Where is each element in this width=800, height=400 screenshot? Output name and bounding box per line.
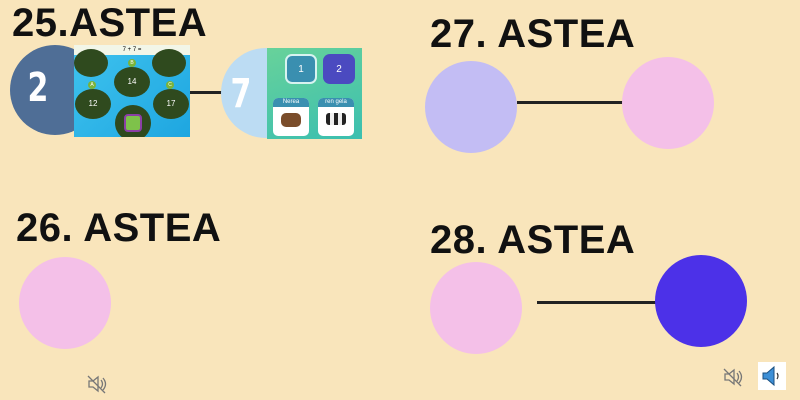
card-ren-gela[interactable]: ren gela xyxy=(318,98,354,136)
lilypad xyxy=(152,49,186,77)
mute-icon[interactable] xyxy=(86,374,108,394)
lilypad-12[interactable]: 12 xyxy=(75,89,111,119)
number-2: 2 xyxy=(27,65,49,111)
frog xyxy=(115,105,151,137)
choice-button-2[interactable]: 2 xyxy=(323,54,355,84)
pink-circle[interactable] xyxy=(430,262,522,354)
lilypad-17[interactable]: 17 xyxy=(153,89,189,119)
bear-image xyxy=(281,113,301,127)
number-7: 7 xyxy=(230,71,252,117)
equation-bar: 7 + 7 = xyxy=(74,45,190,55)
blue-circle[interactable] xyxy=(655,255,747,347)
connector-line xyxy=(190,91,224,94)
lavender-circle[interactable] xyxy=(425,61,517,153)
choice-button-1[interactable]: 1 xyxy=(285,54,317,84)
card-label: ren gela xyxy=(318,98,354,107)
pad-label-b: B xyxy=(128,59,136,67)
card-nerea[interactable]: Nerea xyxy=(273,98,309,136)
speaker-icon xyxy=(762,365,779,387)
mute-icon[interactable] xyxy=(722,367,744,387)
connector-line xyxy=(537,301,657,304)
pink-circle[interactable] xyxy=(19,257,111,349)
slide-27-title: 27. ASTEA xyxy=(430,12,636,56)
card-label: Nerea xyxy=(273,98,309,107)
slide-25-title: 25.ASTEA xyxy=(12,1,208,45)
pink-circle[interactable] xyxy=(622,57,714,149)
pad-label-c: C xyxy=(166,81,174,89)
speaker-button[interactable] xyxy=(758,362,786,390)
lilypad-14[interactable]: 14 xyxy=(114,67,150,97)
slide-28-title: 28. ASTEA xyxy=(430,218,636,262)
choice-game-image[interactable]: 1 2 Nerea ren gela xyxy=(267,48,362,139)
lilypad xyxy=(74,49,108,77)
connector-line xyxy=(517,101,623,104)
cow-image xyxy=(326,113,346,125)
lilypad-game-image[interactable]: 7 + 7 = 14 B 12 A 17 C xyxy=(74,45,190,137)
slide-26-title: 26. ASTEA xyxy=(16,206,222,250)
pad-label-a: A xyxy=(88,81,96,89)
